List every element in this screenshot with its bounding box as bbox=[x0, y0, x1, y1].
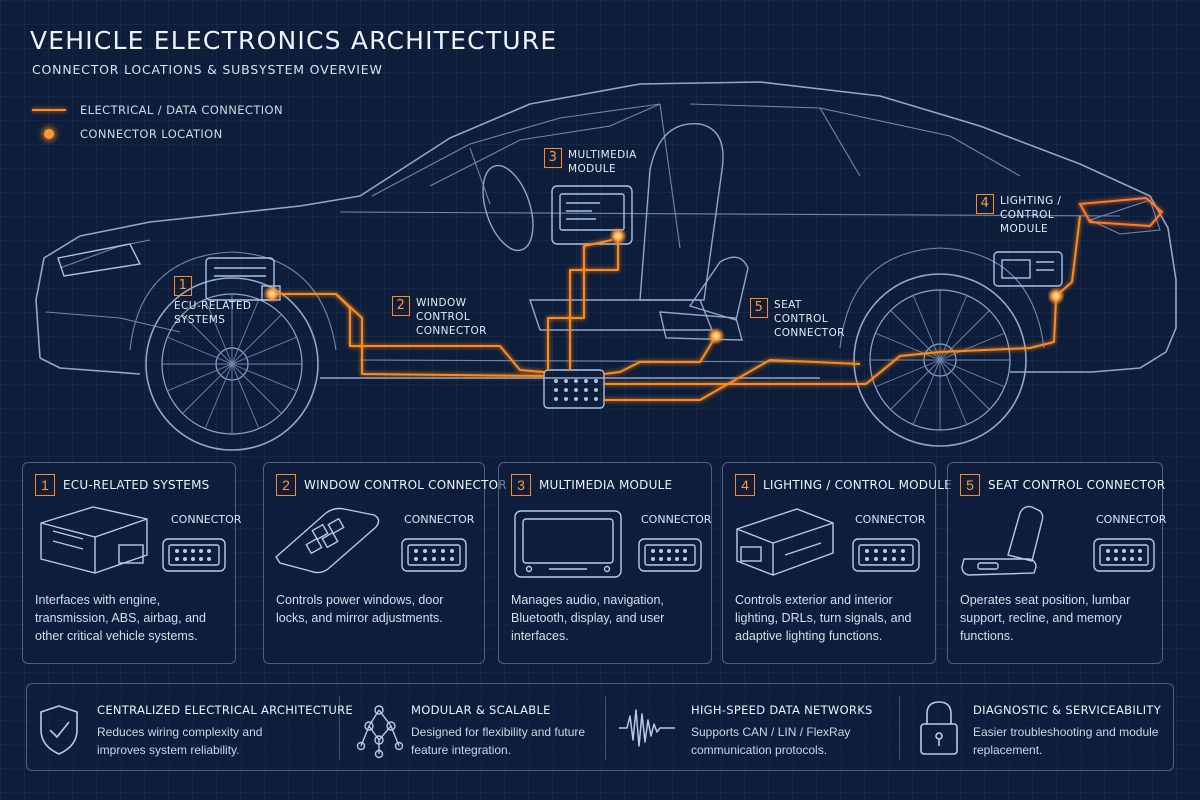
legend-item-connector: CONNECTOR LOCATION bbox=[32, 122, 283, 146]
rear-seat bbox=[659, 256, 749, 341]
feature-divider bbox=[339, 696, 340, 760]
card-number: 5 bbox=[960, 474, 980, 496]
connector-label: CONNECTOR bbox=[171, 513, 242, 526]
card-title: ECU-RELATED SYSTEMS bbox=[63, 478, 210, 492]
car-body-details bbox=[45, 103, 1161, 363]
card-number: 3 bbox=[511, 474, 531, 496]
card-title: WINDOW CONTROL CONNECTOR bbox=[304, 478, 507, 492]
connection-line-swatch bbox=[32, 109, 66, 111]
card-description: Manages audio, navigation, Bluetooth, di… bbox=[511, 593, 665, 643]
callout-3: 3 MULTIMEDIA MODULE bbox=[544, 148, 637, 176]
feature-title: CENTRALIZED ELECTRICAL ARCHITECTURE bbox=[97, 703, 353, 717]
connector-label: CONNECTOR bbox=[641, 513, 712, 526]
connector-dots bbox=[263, 227, 1065, 345]
page-title: VEHICLE ELECTRONICS ARCHITECTURE bbox=[30, 26, 558, 55]
callout-number: 4 bbox=[976, 194, 994, 214]
card-title: SEAT CONTROL CONNECTOR bbox=[988, 478, 1166, 492]
subsystem-cards: 1 ECU-RELATED SYSTEMS CONNECTOR Interface… bbox=[22, 462, 1180, 666]
shield-check-icon bbox=[40, 705, 78, 755]
connector-icon bbox=[401, 538, 467, 572]
feature-high-speed-networks: HIGH-SPEED DATA NETWORKS Supports CAN / … bbox=[613, 684, 903, 772]
connector-icon bbox=[638, 538, 702, 572]
multimedia-screen-icon bbox=[514, 510, 622, 578]
tail-light bbox=[1078, 196, 1164, 228]
card-number: 4 bbox=[735, 474, 755, 496]
connector-label: CONNECTOR bbox=[404, 513, 475, 526]
lighting-module-icon bbox=[736, 508, 834, 576]
waveform-icon bbox=[619, 709, 675, 747]
page-subtitle: CONNECTOR LOCATIONS & SUBSYSTEM OVERVIEW bbox=[32, 62, 383, 77]
card-multimedia-module: 3 MULTIMEDIA MODULE CONNECTOR Manages aud… bbox=[498, 462, 712, 664]
feature-diagnostics: DIAGNOSTIC & SERVICEABILITY Easier troub… bbox=[907, 684, 1173, 772]
feature-divider bbox=[605, 696, 606, 760]
connector-dot-multimedia bbox=[609, 227, 627, 245]
feature-centralized-architecture: CENTRALIZED ELECTRICAL ARCHITECTURE Redu… bbox=[27, 684, 353, 772]
card-description: Controls power windows, door locks, and … bbox=[276, 593, 444, 625]
callout-5: 5 SEAT CONTROL CONNECTOR bbox=[750, 298, 845, 340]
connector-dot-ecu bbox=[263, 285, 281, 303]
callout-1: 1 ECU-RELATED SYSTEMS bbox=[174, 276, 251, 327]
card-description: Controls exterior and interior lighting,… bbox=[735, 593, 912, 643]
padlock-icon bbox=[920, 701, 958, 755]
connector-icon bbox=[162, 538, 226, 572]
central-junction-box bbox=[543, 369, 605, 409]
card-lighting-control: 4 LIGHTING / CONTROL MODULE CONNECTOR Con… bbox=[722, 462, 952, 664]
card-title: MULTIMEDIA MODULE bbox=[539, 478, 673, 492]
car-diagram bbox=[35, 81, 1177, 451]
callout-label: MULTIMEDIA MODULE bbox=[568, 149, 637, 175]
callout-label: ECU-RELATED SYSTEMS bbox=[174, 300, 252, 326]
connector-dot-swatch bbox=[44, 129, 54, 139]
callout-label: WINDOW CONTROL CONNECTOR bbox=[416, 297, 487, 337]
connector-label: CONNECTOR bbox=[1096, 513, 1167, 526]
features-panel: CENTRALIZED ELECTRICAL ARCHITECTURE Redu… bbox=[26, 683, 1174, 771]
card-ecu-systems: 1 ECU-RELATED SYSTEMS CONNECTOR Interface… bbox=[22, 462, 241, 664]
connector-dot-seat bbox=[707, 327, 725, 345]
front-wheel bbox=[145, 277, 319, 451]
feature-title: MODULAR & SCALABLE bbox=[411, 703, 551, 717]
feature-description: Designed for flexibility and future feat… bbox=[411, 725, 586, 757]
connector-label: CONNECTOR bbox=[855, 513, 926, 526]
callout-number: 3 bbox=[544, 148, 562, 168]
card-title: LIGHTING / CONTROL MODULE bbox=[763, 478, 952, 492]
card-window-control: 2 WINDOW CONTROL CONNECTOR CONNECTOR Cont… bbox=[263, 462, 507, 664]
feature-description: Supports CAN / LIN / FlexRay communicati… bbox=[691, 725, 851, 757]
legend: ELECTRICAL / DATA CONNECTION CONNECTOR L… bbox=[32, 98, 283, 146]
connector-icon bbox=[852, 538, 920, 572]
connector-dot-lighting bbox=[1047, 287, 1065, 305]
rear-wheel bbox=[853, 273, 1027, 447]
legend-item-connection: ELECTRICAL / DATA CONNECTION bbox=[32, 98, 283, 122]
callout-number: 1 bbox=[174, 276, 192, 296]
callout-number: 2 bbox=[392, 296, 410, 316]
callout-4: 4 LIGHTING / CONTROL MODULE bbox=[976, 194, 1061, 236]
callout-number: 5 bbox=[750, 298, 768, 318]
lighting-module bbox=[993, 251, 1063, 287]
feature-description: Easier troubleshooting and module replac… bbox=[973, 725, 1159, 757]
legend-label-connection: ELECTRICAL / DATA CONNECTION bbox=[80, 103, 283, 117]
seat-icon bbox=[961, 505, 1044, 576]
card-number: 1 bbox=[35, 474, 55, 496]
feature-title: HIGH-SPEED DATA NETWORKS bbox=[691, 703, 873, 717]
wiring-harness bbox=[274, 215, 1081, 401]
feature-modular-scalable: MODULAR & SCALABLE Designed for flexibil… bbox=[349, 684, 605, 772]
network-nodes-icon bbox=[356, 705, 404, 759]
feature-title: DIAGNOSTIC & SERVICEABILITY bbox=[973, 703, 1162, 717]
legend-label-connector: CONNECTOR LOCATION bbox=[80, 127, 223, 141]
callout-2: 2 WINDOW CONTROL CONNECTOR bbox=[392, 296, 487, 338]
card-description: Operates seat position, lumbar support, … bbox=[960, 593, 1131, 643]
ecu-module-icon bbox=[40, 506, 148, 574]
callout-label: LIGHTING / CONTROL MODULE bbox=[1000, 195, 1062, 235]
steering-wheel bbox=[482, 164, 534, 252]
window-switch-icon bbox=[275, 507, 380, 574]
feature-divider bbox=[899, 696, 900, 760]
card-description: Interfaces with engine, transmission, AB… bbox=[35, 593, 206, 643]
connector-icon bbox=[1093, 538, 1155, 572]
callout-label: SEAT CONTROL CONNECTOR bbox=[774, 299, 845, 339]
card-number: 2 bbox=[276, 474, 296, 496]
card-seat-control: 5 SEAT CONTROL CONNECTOR CONNECTOR Operat… bbox=[947, 462, 1167, 664]
headlight bbox=[57, 243, 142, 277]
feature-description: Reduces wiring complexity and improves s… bbox=[97, 725, 263, 757]
